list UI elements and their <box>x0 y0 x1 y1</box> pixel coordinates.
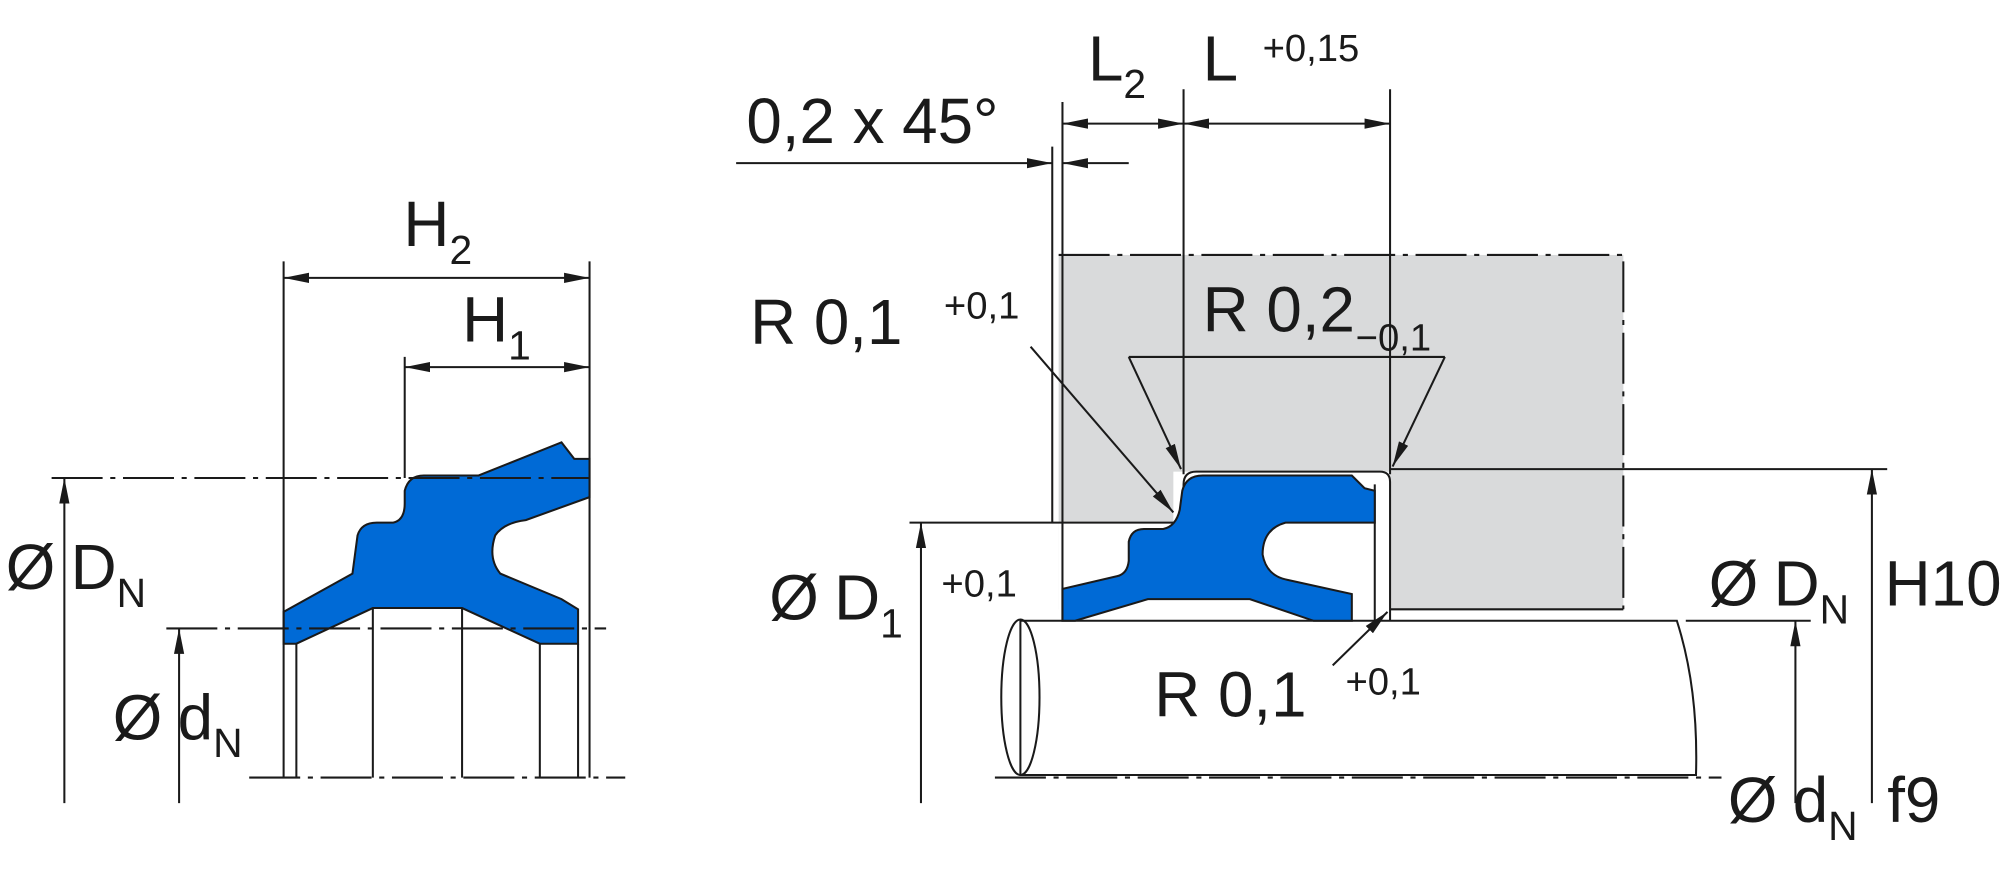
rod-fit-label: f9 <box>1887 764 1940 836</box>
l-tolerance: +0,15 <box>1263 27 1360 70</box>
radius-top-left-tolerance: +0,1 <box>944 285 1019 328</box>
rod <box>1000 618 1698 777</box>
bore-diameter-tolerance: +0,1 <box>941 563 1016 606</box>
radius-top-left-label: R 0,1 <box>750 286 902 358</box>
housing-fit-label: H10 <box>1885 547 2000 619</box>
seal-profile-right <box>1061 474 1376 622</box>
h2-label: H2 <box>403 188 472 273</box>
radius-bottom-label: R 0,1 <box>1154 658 1306 730</box>
radius-top-right-tolerance: −0,1 <box>1356 317 1431 360</box>
radius-bottom-tolerance: +0,1 <box>1345 661 1420 704</box>
seal-hidden-lines <box>295 608 580 778</box>
radius-top-right-label: R 0,2 <box>1203 273 1355 345</box>
l2-label: L2 <box>1088 22 1146 107</box>
seal-profile-left <box>282 441 591 645</box>
h1-label: H1 <box>462 284 531 369</box>
right-view: 0,2 x 45° L2 L +0,15 R 0,1 +0,1 R 0,2 −0… <box>736 22 2000 849</box>
l-label: L <box>1203 22 1238 94</box>
chamfer-label: 0,2 x 45° <box>746 85 998 157</box>
